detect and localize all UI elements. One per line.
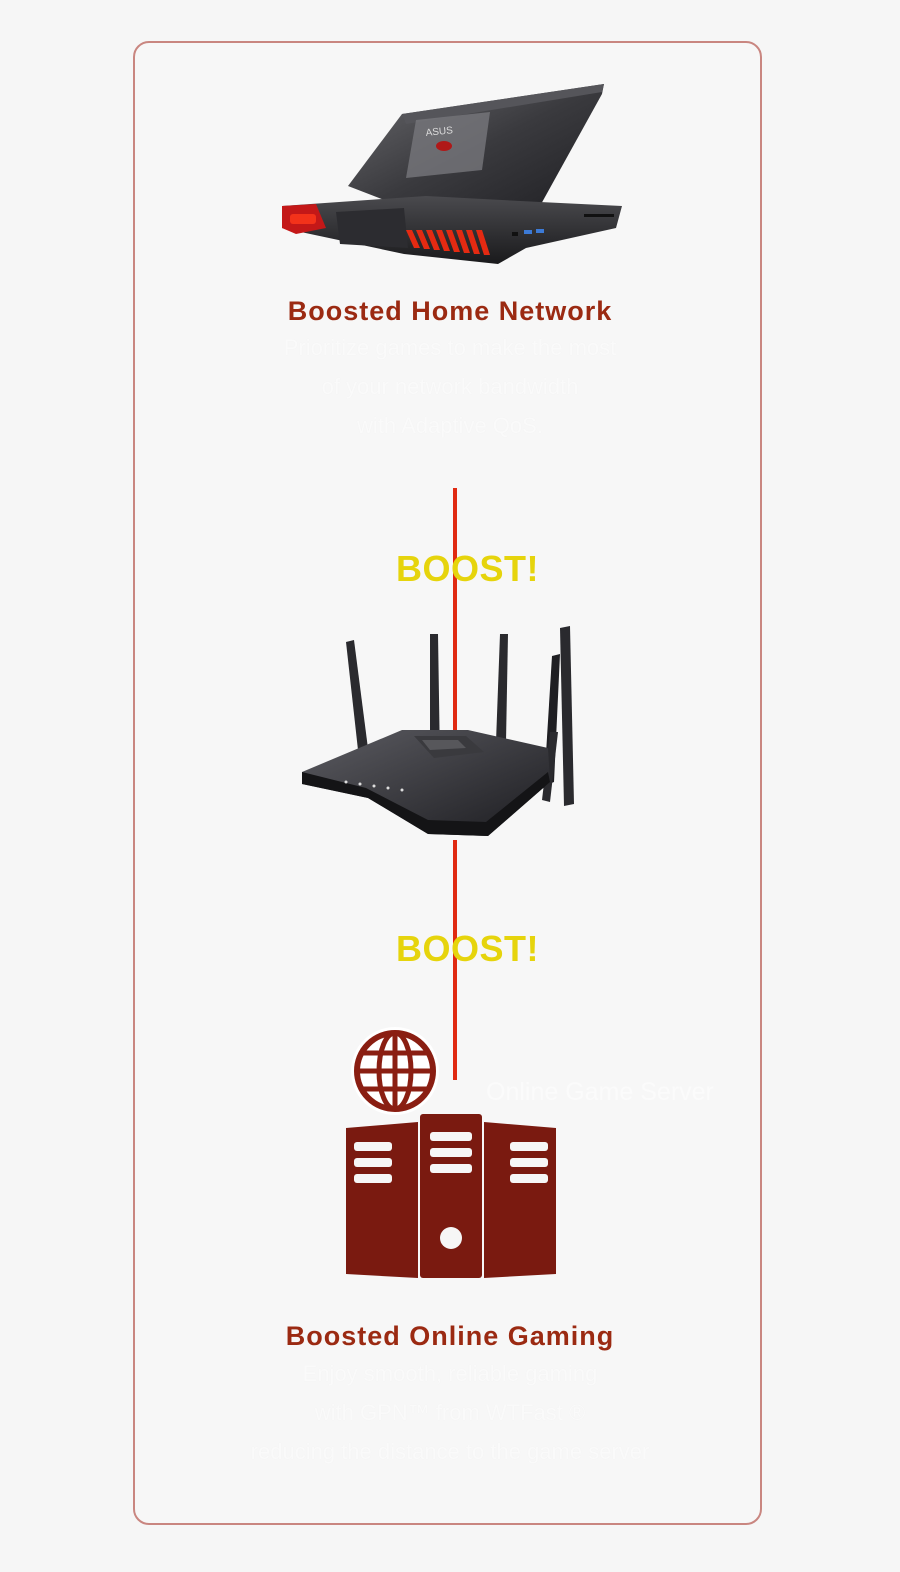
description-line: Enjoy smooth, reliable gaming	[302, 1361, 598, 1386]
description-line: Prioritize games to make the most	[283, 335, 617, 360]
description-line: of your network bandwidth	[321, 374, 579, 399]
description-line: with Adaptive QoS.	[357, 413, 543, 438]
connection-line	[453, 488, 457, 736]
home-network-description: Prioritize games to make the most of you…	[0, 328, 900, 445]
svg-text:ASUS: ASUS	[425, 125, 454, 139]
gaming-laptop-image: ASUS	[282, 84, 622, 264]
boost-label: BOOST!	[396, 928, 539, 969]
server-icon	[346, 1114, 556, 1278]
online-gaming-title: Boosted Online Gaming	[285, 1321, 615, 1351]
connection-line	[453, 840, 457, 1080]
globe-icon	[351, 1027, 439, 1115]
home-network-title: Boosted Home Network	[287, 296, 613, 326]
boost-label: BOOST!	[396, 548, 539, 589]
description-line: with GPN™ from WTFast ®	[314, 1400, 586, 1425]
online-game-server-label: Online Game Server	[486, 1078, 714, 1106]
description-line: reducing the distance to the game server	[250, 1439, 650, 1464]
gaming-router-image	[302, 626, 574, 836]
online-gaming-description: Enjoy smooth, reliable gaming with GPN™ …	[0, 1354, 900, 1471]
